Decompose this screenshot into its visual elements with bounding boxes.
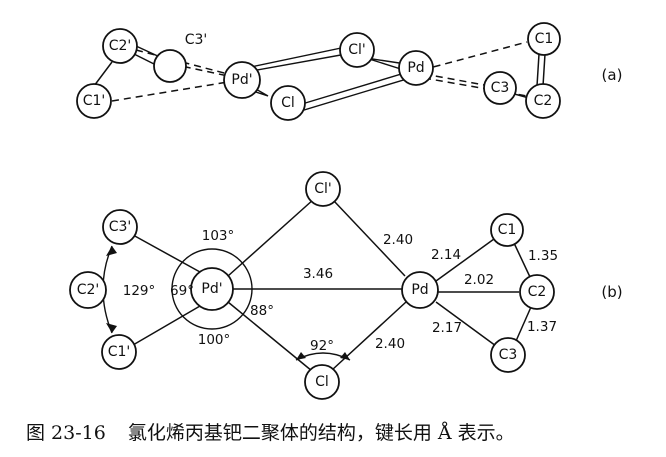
- svg-text:C2: C2: [528, 284, 547, 300]
- atom-b-pdp: Pd': [190, 267, 234, 311]
- atom-b-clp: Cl': [305, 171, 341, 207]
- bond-length-pd-c2: 2.02: [464, 272, 494, 288]
- atom-a-c2p: C2': [102, 28, 138, 64]
- bond-a-c1-c2-1: [542, 53, 546, 87]
- bond-a-c1-c2-2: [536, 53, 540, 87]
- bond-length-pd-pdp: 3.46: [303, 266, 333, 282]
- bond-b-c1p-pdp: [132, 305, 201, 346]
- svg-text:C2': C2': [109, 38, 132, 54]
- svg-text:C3': C3': [109, 219, 132, 235]
- bond-b-c2-c3: [515, 306, 532, 342]
- panel-a-tag: (a): [602, 66, 623, 84]
- svg-text:Pd': Pd': [231, 72, 252, 88]
- atom-b-c2: C2: [519, 274, 555, 310]
- atom-a-pdp: Pd': [223, 61, 261, 99]
- svg-text:C2': C2': [77, 282, 100, 298]
- atom-b-c1: C1: [490, 213, 524, 247]
- svg-text:Cl: Cl: [315, 374, 329, 390]
- svg-text:C3: C3: [499, 347, 518, 363]
- figure-number: 图 23-16: [26, 422, 106, 444]
- bond-length-pd-clp: 2.40: [383, 232, 413, 248]
- svg-text:C1: C1: [498, 222, 517, 238]
- bond-a-c2p-c1p: [93, 61, 113, 87]
- bond-length-c1-c2: 1.35: [528, 248, 558, 264]
- atom-a-c2: C2: [525, 83, 561, 119]
- svg-text:Pd: Pd: [411, 282, 428, 298]
- bond-length-pd-c3: 2.17: [432, 320, 462, 336]
- atom-a-pd: Pd: [398, 50, 434, 86]
- atom-b-c1p: C1': [101, 334, 137, 370]
- atom-b-cl: Cl: [304, 364, 340, 400]
- panel-a: C2' C1' C3' Pd' Cl Cl' Pd C1: [76, 22, 623, 121]
- atom-a-clp: Cl': [339, 32, 375, 68]
- atom-b-c3: C3: [490, 337, 526, 373]
- bond-b-pdp-clp: [227, 198, 315, 277]
- svg-text:Cl: Cl: [281, 95, 295, 111]
- svg-text:C2: C2: [534, 93, 553, 109]
- atom-a-cl: Cl: [270, 85, 306, 121]
- atom-a-c3p-ring: [153, 49, 187, 83]
- bond-length-pd-c1: 2.14: [431, 247, 461, 263]
- bond-a-c3p-pdp: [171, 63, 229, 77]
- bond-b-c3p-pdp: [132, 234, 201, 273]
- atom-b-pd: Pd: [401, 271, 439, 309]
- svg-text:C1: C1: [535, 31, 554, 47]
- svg-text:C3: C3: [491, 80, 510, 96]
- bond-b-clp-pd: [333, 200, 406, 277]
- atom-a-c3: C3: [483, 71, 517, 105]
- bond-a-cl-pd: [301, 71, 411, 111]
- figure-caption-text: 氯化烯丙基钯二聚体的结构，键长用 Å 表示。: [127, 422, 515, 444]
- svg-text:Pd: Pd: [407, 60, 424, 76]
- figure-caption: 图 23-16 氯化烯丙基钯二聚体的结构，键长用 Å 表示。: [26, 418, 646, 445]
- panel-b-tag: (b): [601, 283, 622, 301]
- svg-text:Cl': Cl': [348, 42, 366, 58]
- angle-top: 103°: [202, 228, 235, 244]
- angle-bottom: 100°: [198, 332, 231, 348]
- atom-a-c3p-label: C3': [185, 32, 208, 48]
- angle-arrow-cl-right: [340, 352, 350, 360]
- atom-a-c1p: C1': [76, 83, 112, 119]
- bond-b-c1-c2: [513, 242, 531, 278]
- angle-arrow-allyl-bottom: [106, 323, 117, 333]
- svg-text:C1': C1': [108, 344, 131, 360]
- angle-arrow-cl-left: [296, 352, 306, 360]
- angle-cl: 92°: [310, 338, 334, 354]
- bond-b-pd-c1: [435, 238, 495, 282]
- bond-length-pd-cl: 2.40: [375, 336, 405, 352]
- svg-text:Pd': Pd': [201, 281, 222, 297]
- bond-a-pdp-clp: [245, 46, 354, 73]
- bond-a-c2p-pdp: [135, 49, 229, 75]
- bond-a-pd-c1: [421, 41, 528, 71]
- svg-text:C1': C1': [83, 93, 106, 109]
- bond-a-pd-c3: [423, 73, 491, 87]
- panel-b: C3' C2' C1' Pd' Cl' Cl Pd C1: [69, 171, 623, 400]
- bond-b-pd-c3: [435, 301, 497, 347]
- angle-allyl: 129°: [123, 283, 156, 299]
- atom-b-c3p: C3': [102, 209, 138, 245]
- angle-right: 88°: [250, 303, 274, 319]
- bond-length-c2-c3: 1.37: [527, 319, 557, 335]
- angle-left-inner: 69°: [170, 283, 194, 299]
- svg-text:Cl': Cl': [314, 181, 332, 197]
- angle-arrow-allyl-top: [106, 246, 117, 256]
- angle-arc-pdp: [171, 248, 253, 330]
- atom-a-c1: C1: [527, 22, 561, 56]
- bond-a-c1p-pdp: [111, 81, 229, 102]
- atom-b-c2p: C2': [69, 271, 107, 309]
